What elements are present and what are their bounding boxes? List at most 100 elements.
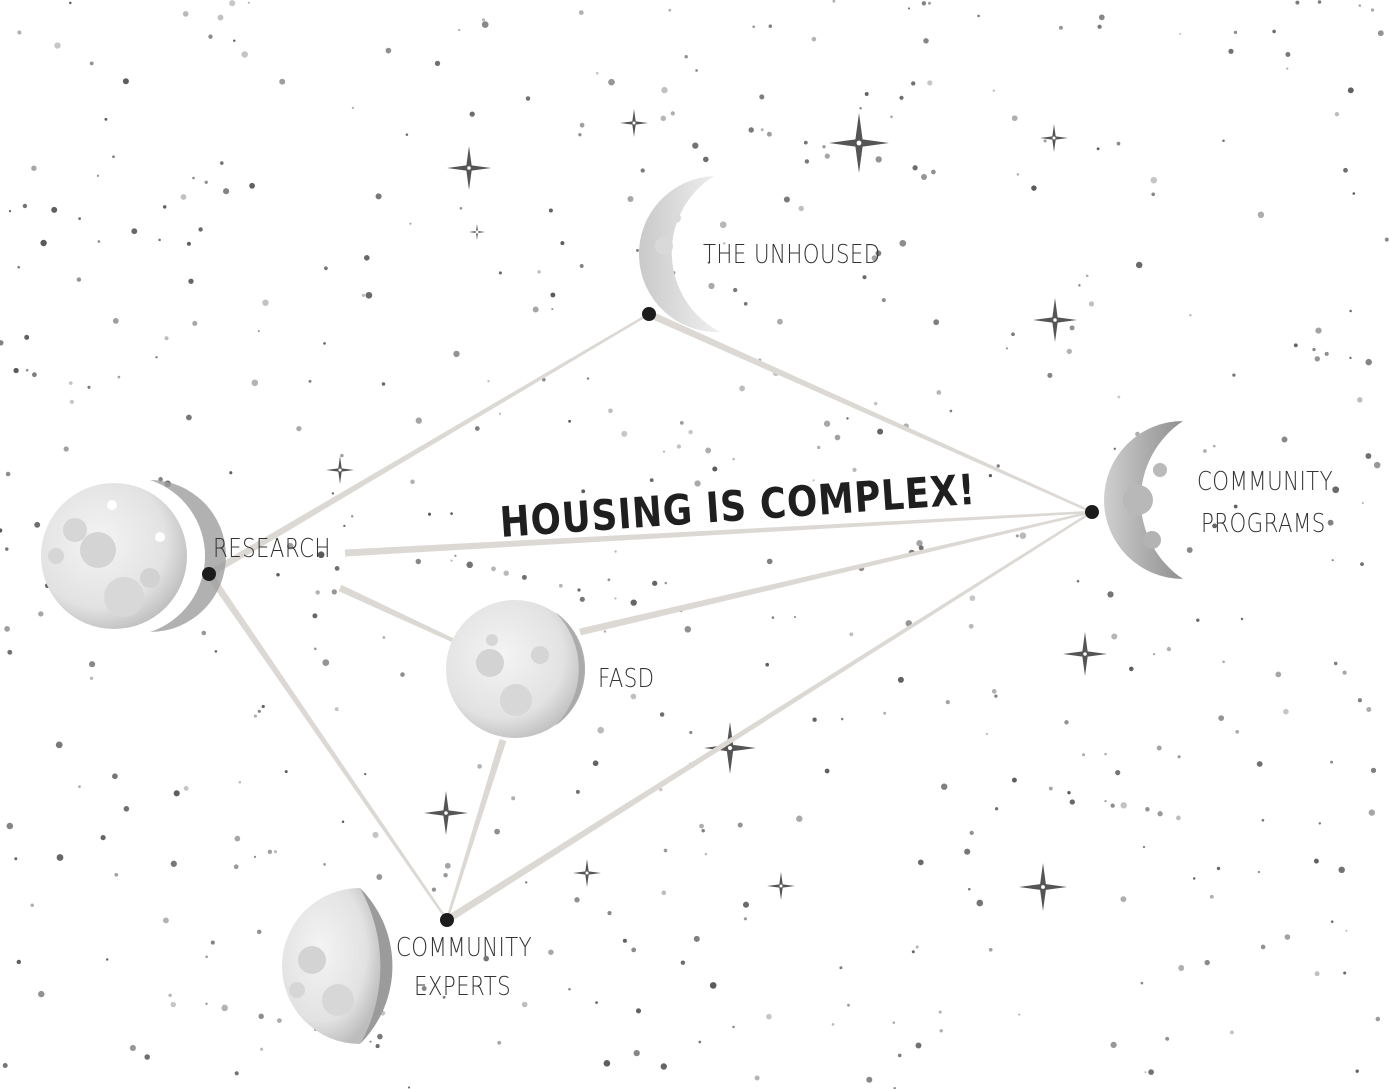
sparkle-center — [338, 468, 342, 472]
star-dot — [198, 227, 203, 232]
star-dot — [839, 966, 843, 970]
star-dot — [204, 180, 208, 184]
star-dot — [1355, 1069, 1359, 1073]
star-dot — [1285, 52, 1291, 57]
star-dot — [1148, 1069, 1154, 1075]
star-dot — [1284, 934, 1291, 940]
star-dot — [890, 115, 893, 119]
star-dot — [1360, 562, 1364, 566]
star-dot — [1349, 309, 1352, 313]
star-dot — [550, 292, 556, 298]
star-dot — [421, 986, 427, 991]
star-dot — [1357, 698, 1363, 703]
star-dot — [31, 165, 37, 171]
star-dot — [635, 1008, 642, 1014]
star-dot — [659, 787, 663, 792]
star-dot — [369, 1040, 372, 1043]
star-dot — [276, 572, 280, 577]
star-dot — [1331, 559, 1334, 562]
star-dot — [852, 467, 857, 473]
connector-community_experts-community_programs — [445, 510, 1093, 923]
star-dot — [732, 457, 735, 461]
star-dot — [988, 947, 993, 952]
star-dot — [1082, 753, 1085, 757]
sparkle-center — [727, 745, 733, 751]
star-dot — [89, 61, 94, 66]
star-dot — [410, 479, 415, 485]
star-dot — [1015, 534, 1019, 538]
star-dot — [723, 242, 726, 245]
star-dot — [614, 597, 617, 600]
star-dot — [783, 196, 790, 203]
star-dot — [1257, 870, 1261, 874]
star-dot — [503, 570, 509, 576]
star-dot — [607, 578, 611, 582]
star-dot — [862, 275, 867, 280]
star-dot — [1342, 670, 1347, 675]
star-dot — [1218, 715, 1225, 721]
star-dot — [208, 34, 213, 39]
sparkle-center — [856, 140, 862, 146]
star-dot — [241, 51, 248, 58]
star-dot — [1318, 822, 1322, 825]
star-dot — [1096, 147, 1100, 151]
star-dot — [1343, 971, 1347, 975]
star-dot — [249, 182, 255, 189]
star-dot — [158, 477, 163, 482]
star-dot — [407, 1086, 411, 1089]
star-dot — [322, 659, 330, 666]
star-dot — [1058, 25, 1063, 30]
star-dot — [630, 693, 637, 700]
star-dot — [608, 408, 613, 414]
star-dot — [1366, 707, 1372, 712]
star-dot — [1179, 32, 1182, 35]
star-dot — [1189, 314, 1192, 317]
star-dot — [768, 24, 773, 28]
star-dot — [941, 783, 948, 790]
star-dot — [699, 823, 704, 829]
star-dot — [703, 156, 709, 163]
star-dot — [796, 815, 803, 822]
star-dot — [719, 221, 727, 229]
star-dot — [817, 445, 821, 450]
star-dot — [709, 982, 717, 989]
star-dot — [766, 131, 772, 137]
sparkle-center — [1041, 885, 1045, 889]
star-dot — [262, 299, 269, 306]
star-dot — [921, 1, 927, 6]
sparkle-center — [444, 811, 448, 815]
star-dot — [661, 86, 668, 94]
star-dot — [676, 444, 682, 449]
star-dot — [704, 852, 708, 856]
star-dot — [918, 545, 924, 551]
star-dot — [183, 785, 189, 791]
star-dot — [660, 115, 667, 122]
star-dot — [38, 611, 44, 617]
star-dot — [38, 990, 45, 998]
star-dot — [635, 248, 640, 252]
star-dot — [427, 512, 432, 516]
star-dot — [1213, 444, 1216, 448]
star-dot — [846, 417, 849, 420]
star-dot — [217, 14, 224, 21]
star-dot — [968, 623, 974, 629]
star-dot — [1135, 261, 1143, 269]
star-dot — [17, 265, 20, 269]
star-dot — [313, 647, 317, 651]
star-dot — [331, 589, 337, 595]
star-dot — [498, 271, 502, 275]
star-dot — [1043, 139, 1047, 143]
star-dot — [659, 712, 665, 717]
star-dot — [1097, 24, 1102, 29]
star-dot — [144, 1054, 150, 1060]
star-dot — [279, 78, 286, 85]
star-dot — [1222, 660, 1225, 664]
star-dot — [1384, 237, 1389, 242]
star-dot — [743, 917, 748, 921]
star-dot — [16, 959, 21, 965]
star-dot — [1343, 167, 1348, 173]
star-dot — [915, 945, 919, 949]
star-dot — [155, 356, 158, 359]
star-dot — [1361, 502, 1364, 505]
star-dot — [376, 874, 383, 880]
